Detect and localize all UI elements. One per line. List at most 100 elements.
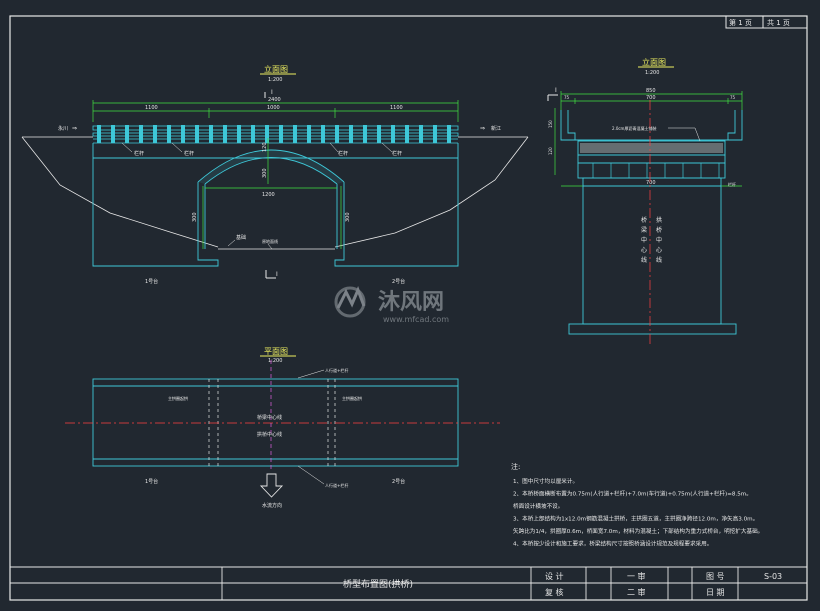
cross-section-view: 立面图 1:200 Ⅰ 850 75 700 75 700 150 120 — [547, 57, 743, 344]
note-line: 桥面设计横坡不设。 — [513, 502, 563, 510]
plan-sidewalk-label-2: 人行道+栏杆 — [325, 482, 348, 488]
railing-post — [377, 125, 381, 143]
railing-post — [125, 125, 129, 143]
note-line: 3、本桥上部结构为1x12.0m钢筋混凝土拱桥，主拱圈五道，主拱圈净跨径12.0… — [513, 515, 758, 523]
plan-center-text-2: 拱桥中心线 — [257, 431, 282, 438]
plan-footer-right: 2号台 — [392, 478, 405, 485]
railing-post — [97, 125, 101, 143]
note-line: 4、本桥按少设计和施工要求，桥梁结构尺寸按照桥涵设计规范及规程要求采用。 — [513, 540, 712, 548]
plan-abutment-lines — [208, 379, 336, 466]
note-line: 1、图中尺寸均以厘米计。 — [513, 477, 578, 485]
cross-rail-label: 栏杆 — [728, 181, 736, 187]
center-text-char: 线 — [656, 256, 662, 264]
railing-post — [447, 125, 451, 143]
total-label: 共 1 页 — [767, 18, 790, 27]
rail-label-left2: 栏杆 — [184, 150, 194, 157]
dim-right: 1100 — [390, 105, 403, 111]
railing-post — [321, 125, 325, 143]
elevation-footer-left: 1号台 — [145, 278, 158, 285]
abutments — [92, 182, 459, 267]
ground-left — [21, 136, 219, 248]
notes: 注: 1、图中尺寸均以厘米计。 2、本桥桥面横断布置为0.75m(人行道+栏杆)+… — [511, 462, 763, 548]
cross-center-text-1: 拱桥中心线 — [656, 216, 662, 264]
plan-abut-left-label: 主拱圈起拱 — [168, 395, 188, 401]
railing-post — [139, 125, 143, 143]
dim-rise: 300 — [262, 168, 268, 178]
plan-title: 平面图 — [264, 347, 288, 356]
railing-post — [223, 125, 227, 143]
drawing-title: 桥型布置图(拱桥) — [343, 578, 413, 590]
cross-section-title: 立面图 — [642, 57, 666, 67]
right-direction-label: 新江 — [491, 125, 501, 132]
rail-label-right: 栏杆 — [338, 150, 348, 157]
railing-post — [335, 125, 339, 143]
center-text-char: 中 — [641, 236, 647, 244]
cross-dim-side-l: 75 — [564, 95, 570, 100]
ground-right — [334, 136, 529, 248]
cross-pier — [568, 185, 737, 335]
watermark-brand: 沐风网 — [378, 290, 444, 315]
dim-total: 2400 — [268, 97, 281, 103]
arch-ring-outer — [197, 149, 345, 183]
elevation-dimensions — [92, 100, 459, 122]
dim-clear-span: 1200 — [262, 192, 275, 198]
center-text-char: 线 — [641, 256, 647, 264]
left-direction-arrow-icon: ⇒ — [72, 125, 77, 132]
rail-label-left: 栏杆 — [134, 150, 144, 157]
elevation-title: 立面图 — [264, 64, 288, 74]
watermark-url: www.mfcad.com — [383, 315, 449, 324]
flow-arrow-icon — [259, 473, 284, 498]
center-text-char: 桥 — [641, 216, 647, 224]
dim-abut-right: 300 — [345, 212, 351, 222]
railing-post — [237, 125, 241, 143]
arch-ring-inner — [204, 157, 338, 185]
railing-post — [251, 125, 255, 143]
cross-dim-total: 850 — [646, 88, 656, 94]
foundation-label: 基础 — [236, 234, 246, 241]
notes-heading: 注: — [511, 462, 520, 471]
review-label: 复 核 — [545, 587, 564, 597]
plan-outline — [92, 378, 459, 467]
section-mark-bottom: I — [276, 271, 278, 278]
railing-post — [419, 125, 423, 143]
railing-post — [391, 125, 395, 143]
elevation-view: 立面图 1:200 I I 2400 1100 1000 1100 永川 ⇒ — [21, 64, 529, 285]
title-block — [10, 566, 807, 600]
cross-dim-h1: 150 — [548, 120, 553, 128]
watermark-logo-icon — [334, 285, 366, 318]
railing-post — [433, 125, 437, 143]
design-label: 设 计 — [545, 571, 564, 581]
railing-post — [111, 125, 115, 143]
elevation-footer-right: 2号台 — [392, 278, 405, 285]
plan-view: 平面图 1:200 人行道+栏杆 人行道+栏杆 主拱圈起拱 主拱圈起拱 桥梁中心… — [65, 347, 500, 509]
dim-crown: 120 — [262, 142, 268, 152]
plan-sidewalk-label: 人行道+栏杆 — [325, 367, 348, 373]
railing-posts — [97, 125, 451, 143]
elevation-leaders — [121, 142, 393, 250]
center-text-char: 拱 — [656, 216, 662, 224]
railing-post — [195, 125, 199, 143]
note-line: 2、本桥桥面横断布置为0.75m(人行道+栏杆)+7.0m(车行道)+0.75m… — [513, 490, 752, 498]
cross-center-text-2: 桥梁中心线 — [641, 216, 647, 264]
sheet-frame — [9, 15, 808, 601]
plan-abut-right-label: 主拱圈起拱 — [342, 395, 362, 401]
pavement-layer — [580, 143, 723, 153]
dim-left: 1100 — [145, 105, 158, 111]
cross-dim-bottom: 700 — [646, 180, 656, 186]
drawing-no-value: S-03 — [764, 572, 782, 581]
railing-post — [153, 125, 157, 143]
page-label: 第 1 页 — [729, 18, 752, 27]
section-mark-top: I — [271, 89, 273, 96]
elevation-vertical-dims — [202, 138, 342, 249]
rail-label-right2: 栏杆 — [392, 150, 402, 157]
dim-center: 1000 — [267, 105, 280, 111]
plan-center-text: 桥梁中心线 — [257, 414, 282, 421]
railing — [92, 125, 459, 144]
left-direction-label: 永川 — [58, 125, 68, 132]
center-text-char: 桥 — [656, 226, 662, 234]
arch-ring-fill — [198, 150, 344, 184]
center-text-char: 中 — [656, 236, 662, 244]
cross-section-scale: 1:200 — [645, 70, 659, 76]
railing-post — [265, 125, 269, 143]
